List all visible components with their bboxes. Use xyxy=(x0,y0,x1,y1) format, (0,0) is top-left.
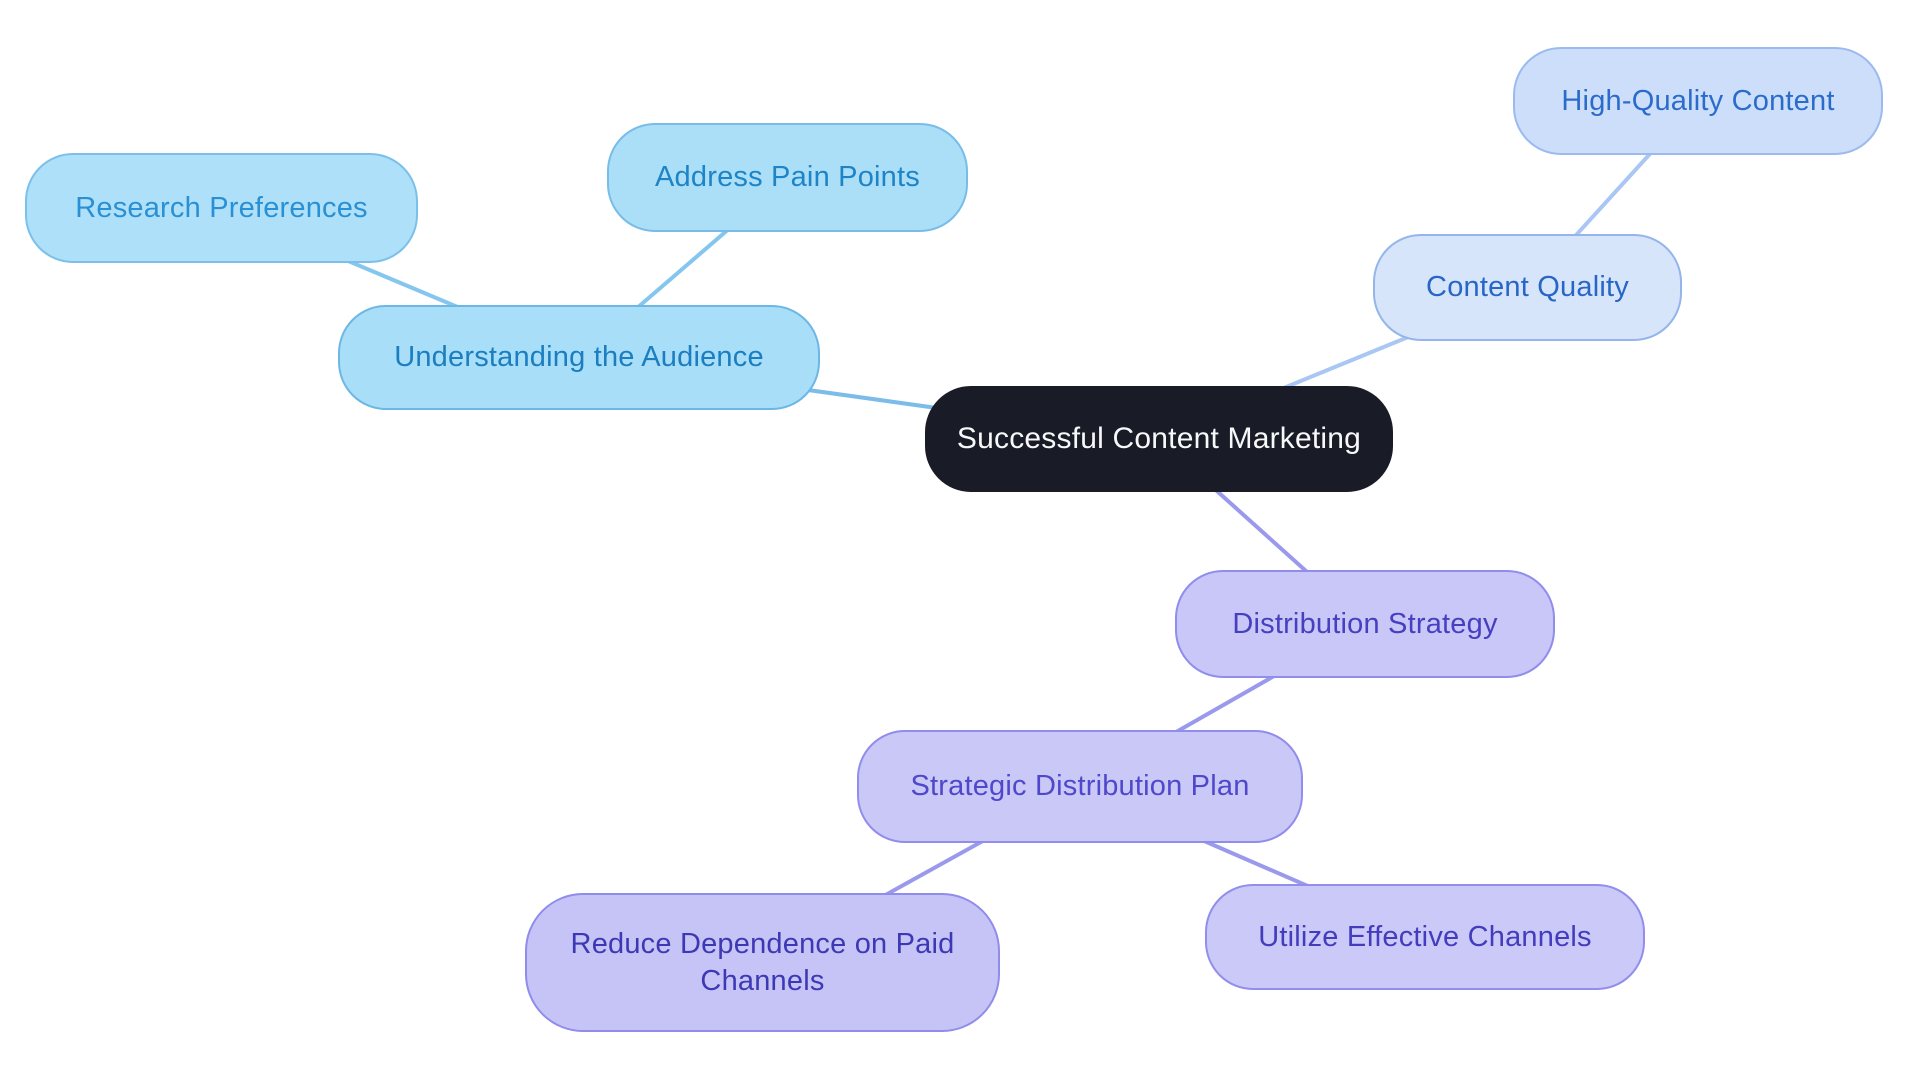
node-label: High-Quality Content xyxy=(1561,84,1835,117)
node-address-pain-points[interactable]: Address Pain Points xyxy=(607,123,968,232)
node-label: Understanding the Audience xyxy=(394,341,764,374)
node-label: Reduce Dependence on Paid Channels xyxy=(570,928,955,997)
node-high-quality-content[interactable]: High-Quality Content xyxy=(1513,47,1883,155)
node-understanding-the-audience[interactable]: Understanding the Audience xyxy=(338,305,820,410)
node-successful-content-marketing[interactable]: Successful Content Marketing xyxy=(925,386,1393,492)
node-label: Successful Content Marketing xyxy=(956,422,1362,456)
node-reduce-dependence-on-paid-channels[interactable]: Reduce Dependence on Paid Channels xyxy=(525,893,1000,1032)
node-label: Research Preferences xyxy=(75,191,368,224)
node-label: Address Pain Points xyxy=(655,161,920,194)
node-utilize-effective-channels[interactable]: Utilize Effective Channels xyxy=(1205,884,1645,990)
node-label: Strategic Distribution Plan xyxy=(910,770,1250,803)
node-label: Content Quality xyxy=(1426,271,1629,304)
node-distribution-strategy[interactable]: Distribution Strategy xyxy=(1175,570,1555,678)
node-research-preferences[interactable]: Research Preferences xyxy=(25,153,418,263)
node-strategic-distribution-plan[interactable]: Strategic Distribution Plan xyxy=(857,730,1303,843)
node-content-quality[interactable]: Content Quality xyxy=(1373,234,1682,341)
node-label: Utilize Effective Channels xyxy=(1258,920,1592,953)
node-label: Distribution Strategy xyxy=(1232,607,1498,640)
